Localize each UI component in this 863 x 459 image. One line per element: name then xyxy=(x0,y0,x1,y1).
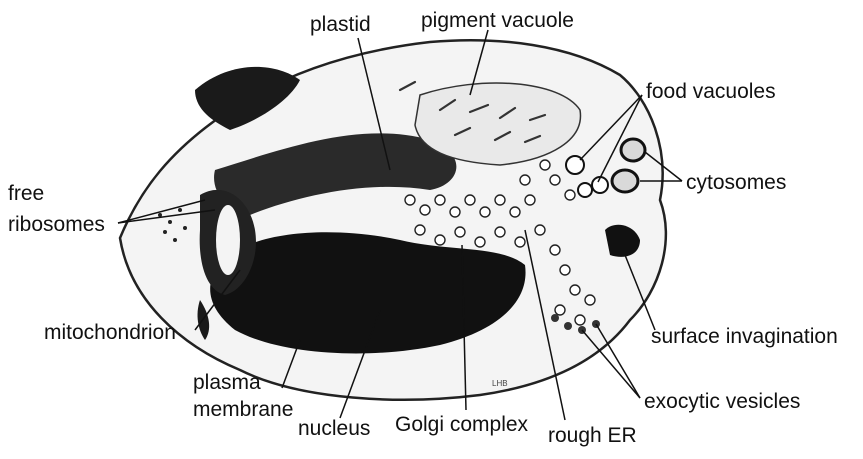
label-membrane: membrane xyxy=(193,399,293,420)
label-cytosomes: cytosomes xyxy=(686,172,786,193)
label-pigment-vacuole: pigment vacuole xyxy=(421,10,574,31)
label-rough-er: rough ER xyxy=(548,425,637,446)
label-food-vacuoles: food vacuoles xyxy=(646,81,776,102)
label-surface-invagination: surface invagination xyxy=(651,326,838,347)
label-plastid: plastid xyxy=(310,14,371,35)
label-exocytic-vesicles: exocytic vesicles xyxy=(644,391,800,412)
label-ribosomes: ribosomes xyxy=(8,214,105,235)
label-plasma: plasma xyxy=(193,372,261,393)
mitochondrion-inner xyxy=(216,205,240,275)
label-free: free xyxy=(8,183,44,204)
label-golgi-complex: Golgi complex xyxy=(395,414,528,435)
label-mitochondrion: mitochondrion xyxy=(44,322,176,343)
signature: LHB xyxy=(492,379,508,388)
label-nucleus: nucleus xyxy=(298,418,370,439)
